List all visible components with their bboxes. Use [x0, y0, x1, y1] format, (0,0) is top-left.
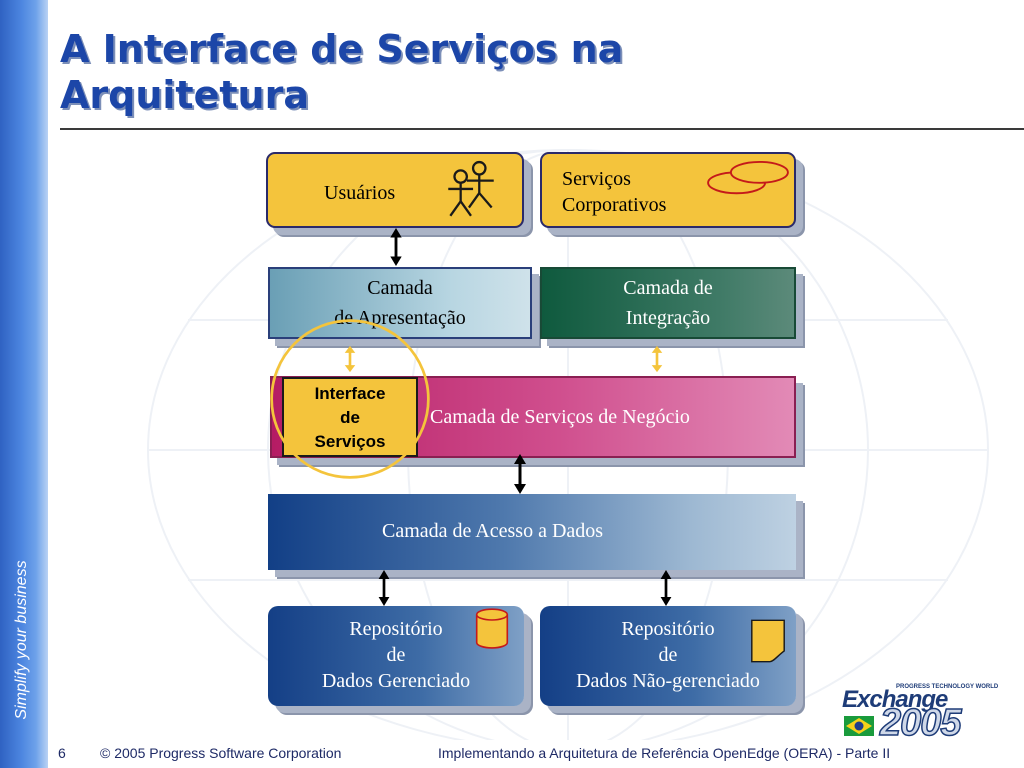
box-camada-apresentacao: Camada de Apresentação: [268, 267, 532, 339]
repo1-line2: de: [386, 644, 406, 666]
database-cylinder-icon: [475, 608, 509, 649]
box-servicos-corporativos: Serviços Corporativos: [540, 152, 796, 228]
brazil-flag-icon: [844, 716, 874, 736]
sidebar-band: Simplify your business: [0, 0, 48, 768]
slide-title: A Interface de Serviços na Arquitetura: [60, 26, 960, 118]
box-servicos-line1: Serviços: [562, 168, 631, 190]
box-integracao-line1: Camada de: [623, 277, 713, 299]
slide-title-line2: Arquitetura: [60, 73, 309, 117]
box-camada-integracao: Camada de Integração: [540, 267, 796, 339]
box-interface-line2: de: [340, 408, 360, 427]
slide-title-line1: A Interface de Serviços na: [60, 27, 624, 71]
box-camada-acesso-dados: Camada de Acesso a Dados: [268, 494, 796, 570]
box-repositorio-nao-gerenciado: Repositório de Dados Não-gerenciado: [540, 606, 796, 706]
box-usuarios-label: Usuários: [324, 182, 396, 204]
logo-year: 2005: [879, 701, 962, 745]
arrow-apresentacao-interface: [344, 345, 356, 373]
title-divider: [60, 128, 1024, 130]
arrow-usuarios-apresentacao: [390, 228, 402, 266]
box-integracao-line2: Integração: [625, 307, 711, 329]
box-interface-line1: Interface: [314, 384, 386, 403]
document-icon: [751, 619, 785, 663]
box-usuarios: Usuários: [266, 152, 524, 228]
arrow-negocio-acesso: [514, 454, 526, 494]
repo2-line3: Dados Não-gerenciado: [576, 670, 760, 692]
exchange-2005-logo: PROGRESS TECHNOLOGY WORLD Exchange 2005: [838, 682, 1018, 745]
highlight-ring: [270, 319, 430, 479]
arrow-acesso-repo-gerenciado: [378, 570, 390, 606]
box-interface-servicos: Interface de Serviços: [282, 377, 418, 457]
box-repositorio-gerenciado: Repositório de Dados Gerenciado: [268, 606, 524, 706]
box-servicos-line2: Corporativos: [562, 194, 667, 216]
logo-word: Exchange: [842, 686, 948, 713]
box-interface-line3: Serviços: [314, 432, 386, 451]
footer-subtitle: Implementando a Arquitetura de Referênci…: [438, 745, 891, 761]
arrow-integracao-negocio: [651, 345, 663, 373]
footer-copyright: © 2005 Progress Software Corporation: [100, 745, 342, 761]
repo1-line3: Dados Gerenciado: [321, 670, 471, 692]
repo1-line1: Repositório: [349, 618, 443, 640]
arrow-acesso-repo-nao-gerenciado: [660, 570, 672, 606]
box-acesso-label: Camada de Acesso a Dados: [382, 520, 604, 542]
box-negocio-label: Camada de Serviços de Negócio: [430, 406, 690, 428]
slide-number: 6: [58, 745, 66, 761]
repo2-line2: de: [658, 644, 678, 666]
ellipses-icon: [707, 160, 789, 195]
stick-figures-icon: [448, 160, 494, 217]
repo2-line1: Repositório: [621, 618, 715, 640]
box-apresentacao-line1: Camada: [367, 277, 433, 299]
logo-caption: PROGRESS TECHNOLOGY WORLD: [896, 684, 999, 690]
